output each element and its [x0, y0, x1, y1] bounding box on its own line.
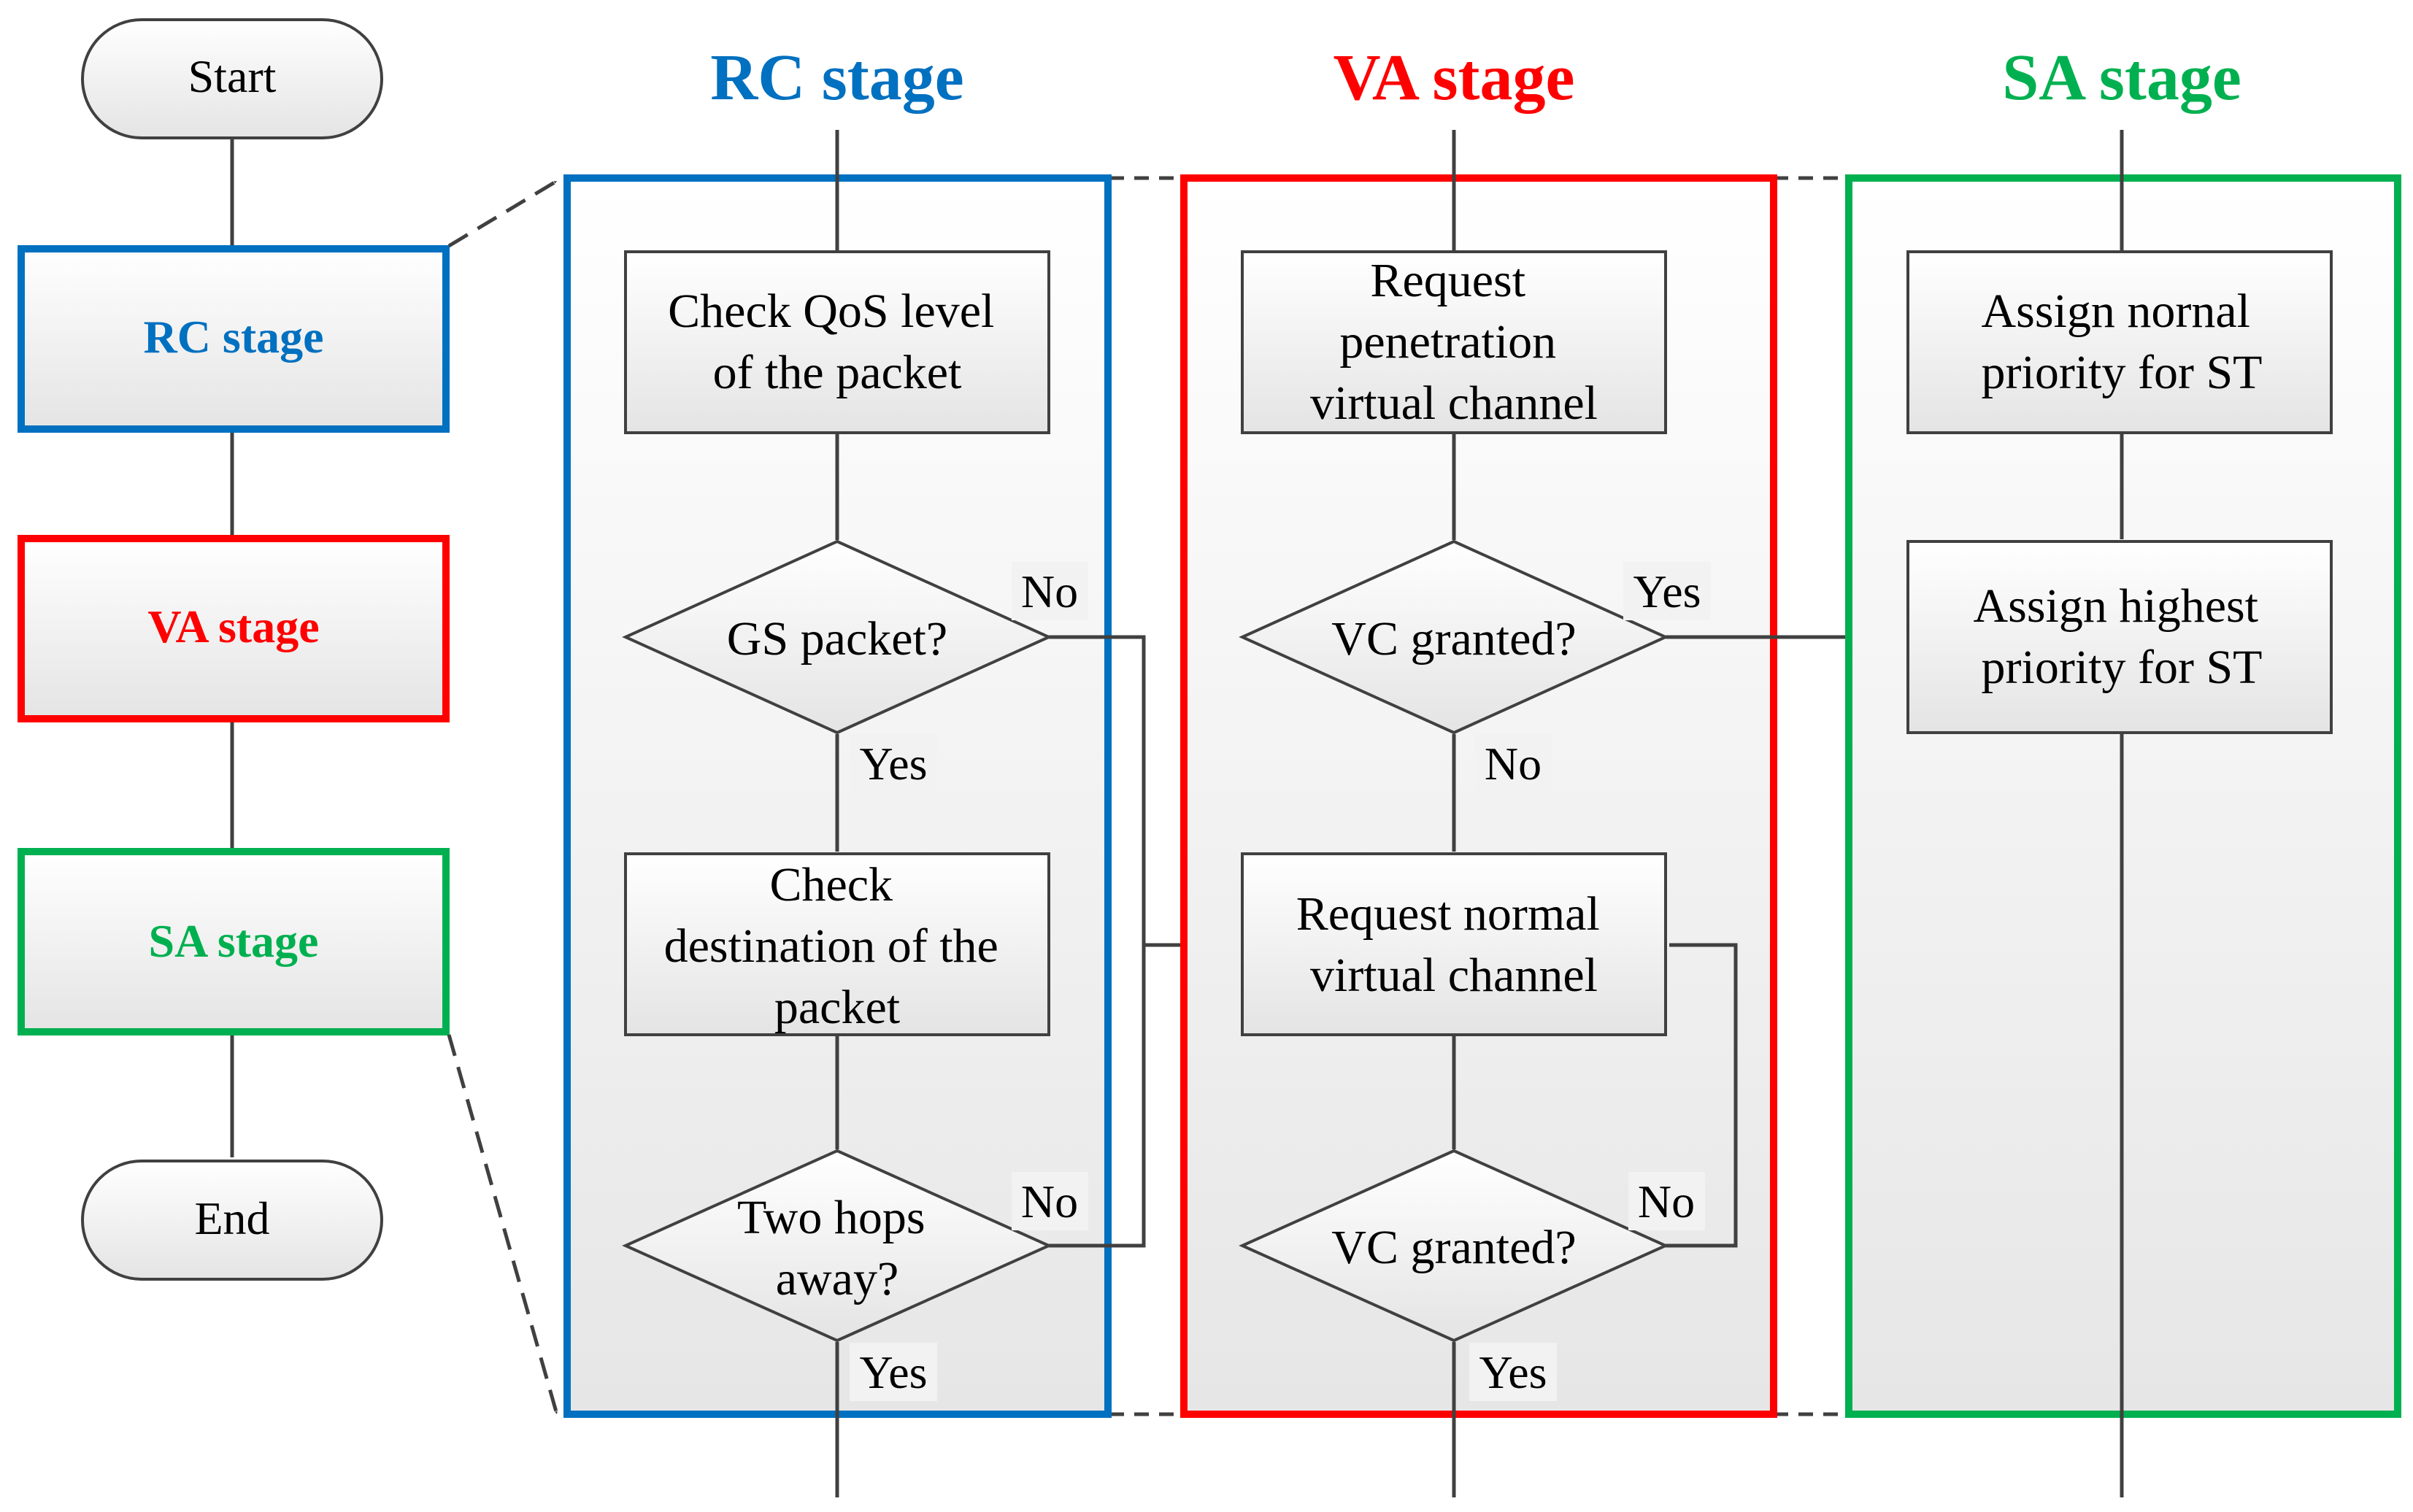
- overview-column: Start RC stage VA stage SA stage End: [18, 18, 559, 1415]
- check-qos-label: Check QoS level of the packet: [668, 285, 1007, 399]
- request-penetration-label: Request penetration virtual channel: [1310, 254, 1598, 430]
- hops-no-label-bg: [1012, 1172, 1088, 1230]
- hops-yes-label-bg: [850, 1343, 937, 1401]
- check-qos-box: [624, 250, 1050, 434]
- vc1-no-label: No: [1485, 738, 1542, 790]
- vc2-yes-label-bg: [1469, 1343, 1557, 1401]
- sa-stage-title: SA stage: [2002, 42, 2241, 114]
- zoom-line-bottom: [447, 1034, 559, 1415]
- hops-no-label: No: [1021, 1176, 1078, 1227]
- vc-granted-label-2: VC granted?: [1331, 1221, 1576, 1274]
- two-hops-decision: [622, 1149, 1052, 1343]
- assign-normal-box: [1906, 250, 2333, 434]
- overview-va-stage-label: VA stage: [147, 601, 319, 652]
- vc-granted-label-1: VC granted?: [1331, 612, 1576, 666]
- end-terminator: [81, 1160, 383, 1281]
- vc-granted-decision-2: [1239, 1149, 1669, 1343]
- gs-no-label: No: [1021, 566, 1078, 617]
- request-penetration-box: [1241, 250, 1667, 434]
- va-stage-title: VA stage: [1334, 42, 1575, 114]
- assign-normal-label: Assign nornal priority for ST: [1982, 285, 2263, 399]
- start-label: Start: [188, 50, 277, 102]
- va-stage-panel: VA stage Request penetration virtual cha…: [1180, 42, 1777, 1497]
- overview-va-stage-box: [18, 535, 450, 722]
- rc-stage-panel: RC stage Check QoS level of the packet G…: [563, 42, 1146, 1497]
- sa-stage-panel: SA stage Assign nornal priority for ST A…: [1845, 42, 2401, 1497]
- request-normal-label: Request normal virtual channel: [1296, 887, 1612, 1002]
- assign-highest-box: [1906, 540, 2333, 734]
- end-label: End: [194, 1192, 269, 1244]
- overview-sa-stage-label: SA stage: [149, 915, 319, 967]
- vc1-yes-label: Yes: [1633, 566, 1701, 617]
- overview-rc-stage-box: [18, 245, 450, 433]
- two-hops-label: Two hops away?: [737, 1191, 937, 1305]
- overview-rc-stage-label: RC stage: [143, 311, 323, 363]
- assign-highest-label: Assign highest priority for ST: [1973, 579, 2270, 694]
- rc-stage-title: RC stage: [710, 42, 963, 114]
- vc1-yes-label-bg: [1623, 562, 1711, 620]
- zoom-line-top: [447, 179, 558, 248]
- gs-packet-decision: [622, 539, 1052, 735]
- vc2-yes-label: Yes: [1479, 1346, 1547, 1398]
- vc2-no-label: No: [1638, 1176, 1695, 1227]
- check-destination-label: Check destination of the packet: [664, 858, 1011, 1034]
- overview-sa-stage-box: [18, 848, 450, 1035]
- vc-granted-decision-1: [1239, 539, 1669, 735]
- gs-no-connector: [1049, 635, 1146, 1248]
- vc1-no-label-bg: [1475, 734, 1552, 792]
- check-destination-box: [624, 852, 1050, 1036]
- request-normal-box: [1241, 852, 1667, 1036]
- vc2-no-label-bg: [1628, 1172, 1705, 1230]
- gs-yes-label-bg: [850, 734, 937, 792]
- gs-packet-label: GS packet?: [727, 612, 947, 666]
- start-terminator: [81, 18, 383, 139]
- vc2-no-loop: [1666, 943, 1738, 1248]
- gs-no-label-bg: [1012, 562, 1088, 620]
- hops-yes-label: Yes: [859, 1346, 927, 1398]
- gs-yes-label: Yes: [859, 738, 927, 790]
